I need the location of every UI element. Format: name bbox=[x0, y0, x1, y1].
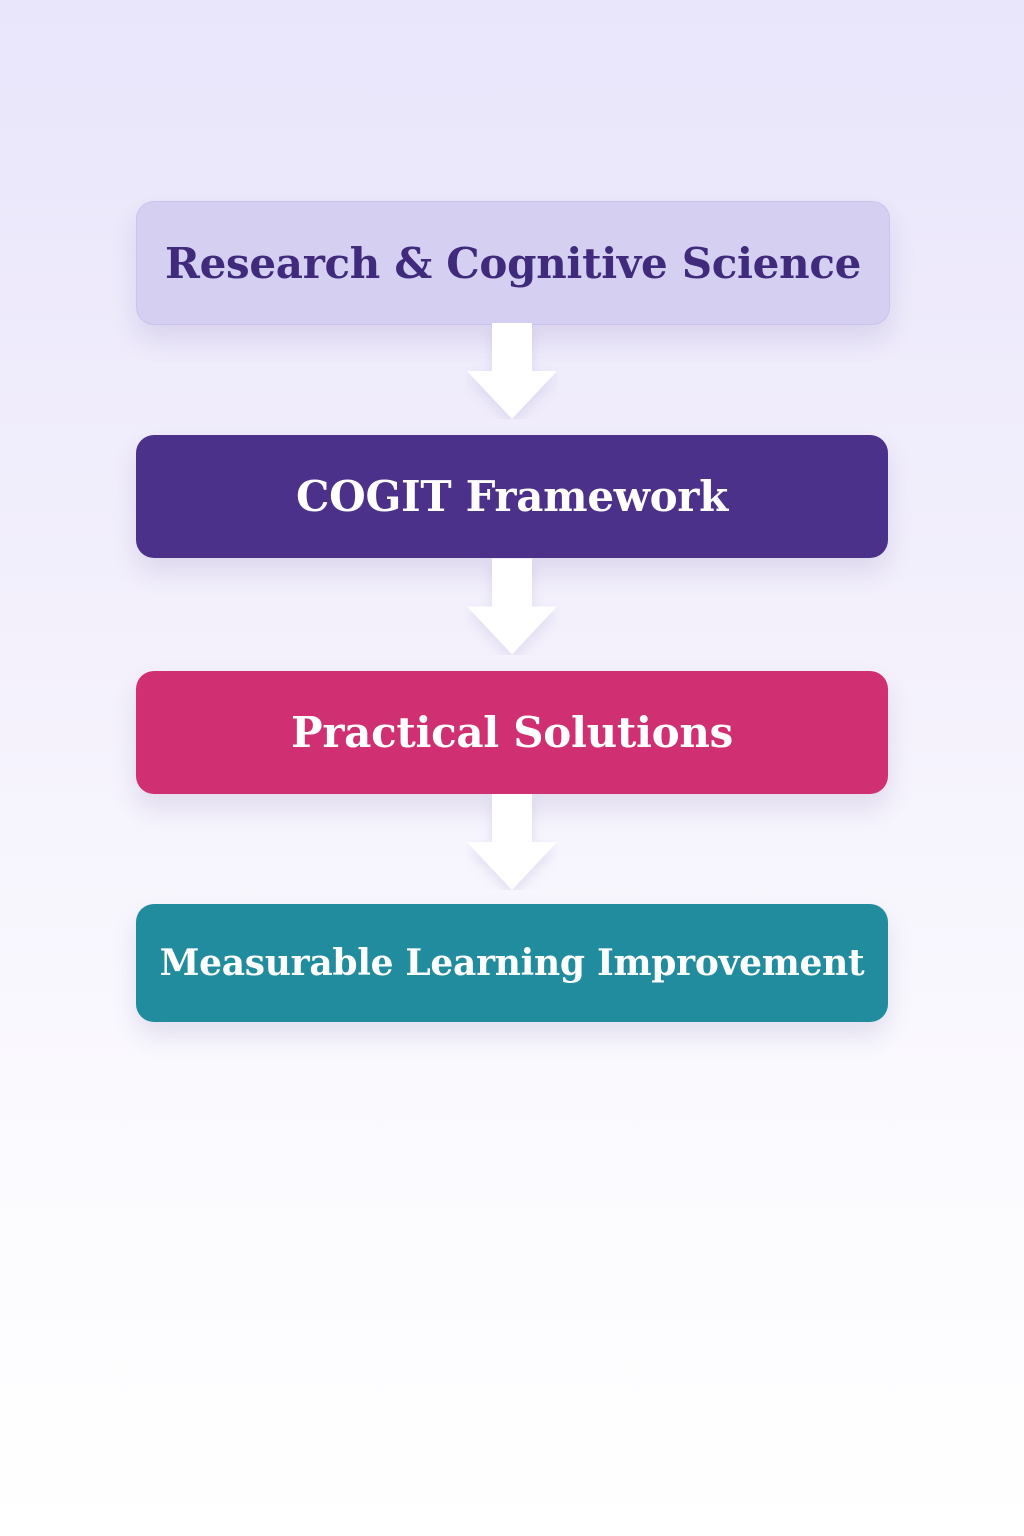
arrow-down-icon bbox=[467, 323, 557, 419]
step-label: Research & Cognitive Science bbox=[164, 238, 862, 288]
step-practical-solutions: Practical Solutions bbox=[136, 671, 888, 794]
step-label: COGIT Framework bbox=[296, 472, 728, 521]
step-research-cognitive-science: Research & Cognitive Science bbox=[136, 201, 890, 325]
step-label: Measurable Learning Improvement bbox=[159, 942, 865, 984]
arrow-down-icon bbox=[467, 558, 557, 655]
step-cogit-framework: COGIT Framework bbox=[136, 435, 888, 558]
step-measurable-learning-improvement: Measurable Learning Improvement bbox=[136, 904, 888, 1022]
arrow-down-icon bbox=[467, 794, 557, 890]
step-label: Practical Solutions bbox=[291, 708, 733, 757]
